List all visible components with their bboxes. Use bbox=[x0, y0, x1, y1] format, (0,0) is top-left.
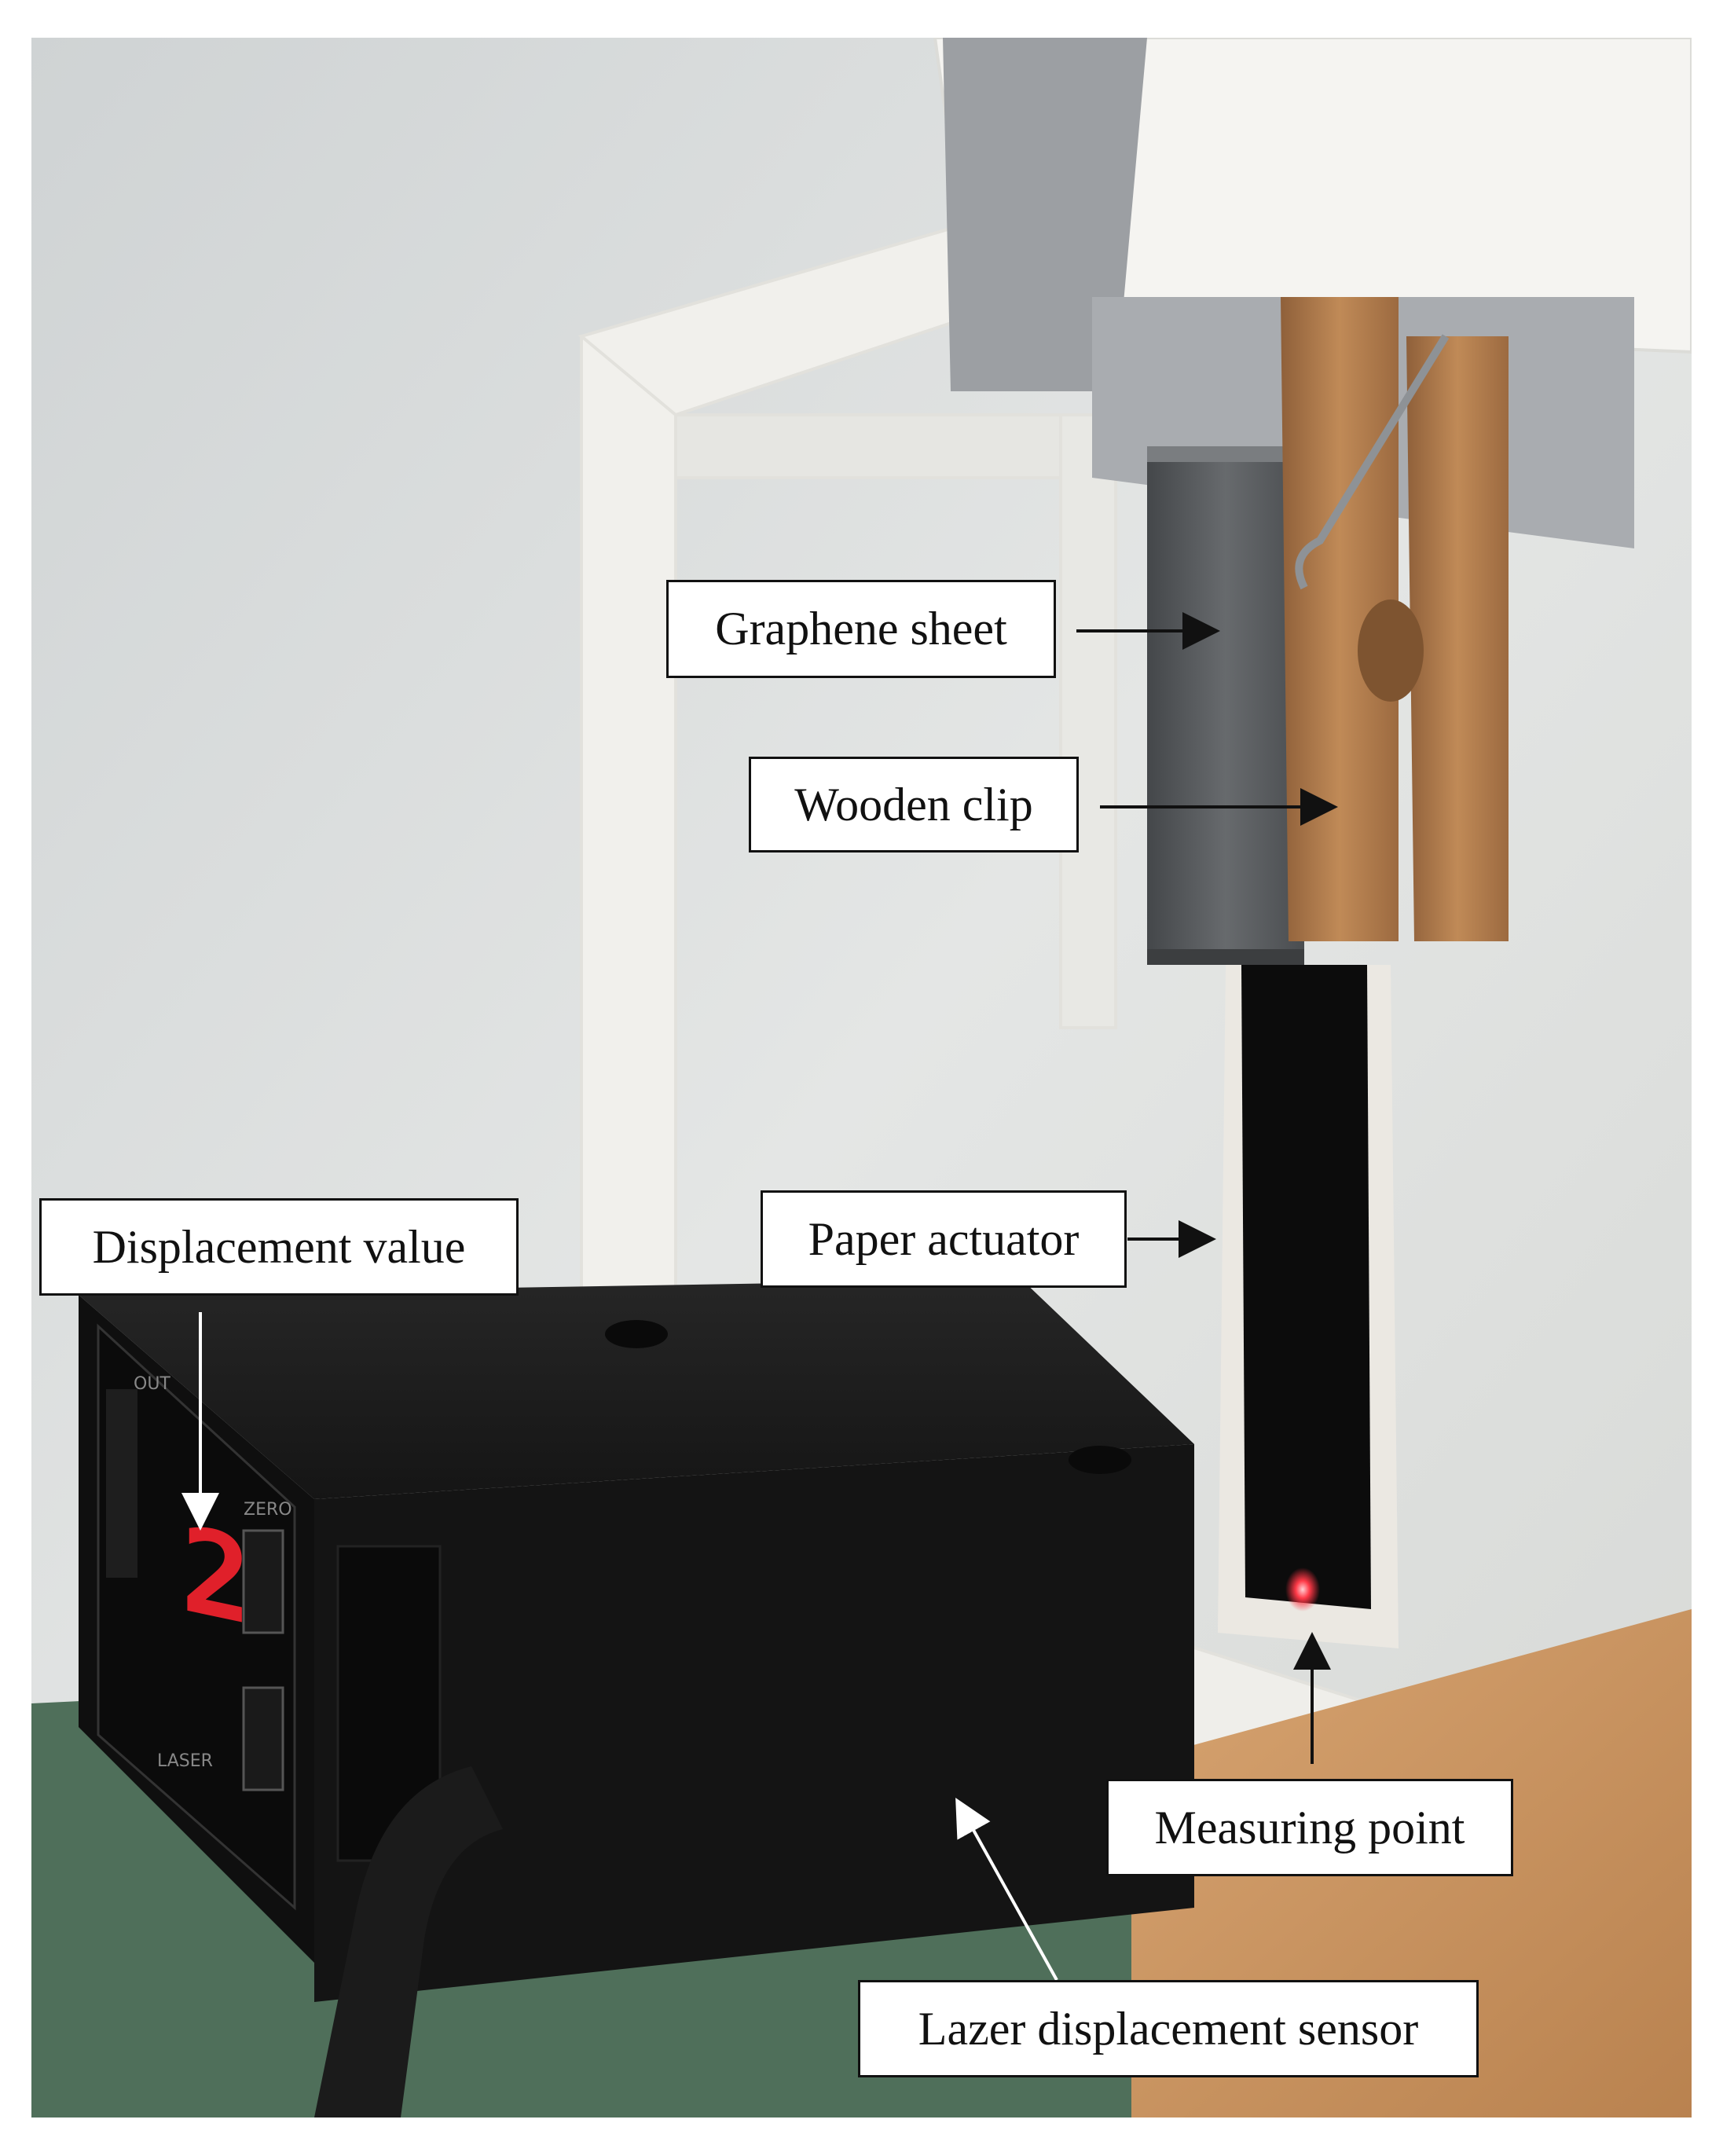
paper-actuator bbox=[1218, 965, 1399, 1648]
svg-text:ZERO: ZERO bbox=[244, 1500, 292, 1520]
photo-scene: 2 OUT ZERO LASER bbox=[31, 38, 1692, 2118]
laser-spot bbox=[1285, 1568, 1320, 1612]
svg-text:LASER: LASER bbox=[157, 1751, 213, 1771]
laser-displacement-sensor: 2 OUT ZERO LASER bbox=[79, 1279, 1194, 2118]
label-displacement-value: Displacement value bbox=[39, 1198, 519, 1296]
label-lazer-sensor: Lazer displacement sensor bbox=[858, 1980, 1479, 2077]
label-paper-actuator: Paper actuator bbox=[761, 1190, 1127, 1288]
wooden-clip bbox=[1281, 297, 1509, 941]
label-wooden-clip: Wooden clip bbox=[749, 757, 1079, 852]
sensor-cable bbox=[314, 1766, 503, 2118]
svg-text:OUT: OUT bbox=[134, 1374, 170, 1394]
graphene-sheet-block bbox=[1147, 446, 1304, 965]
photo-illustration: 2 OUT ZERO LASER bbox=[31, 38, 1692, 2118]
display-digit: 2 bbox=[181, 1500, 251, 1652]
label-graphene-sheet: Graphene sheet bbox=[666, 580, 1056, 678]
label-measuring-point: Measuring point bbox=[1106, 1779, 1513, 1876]
